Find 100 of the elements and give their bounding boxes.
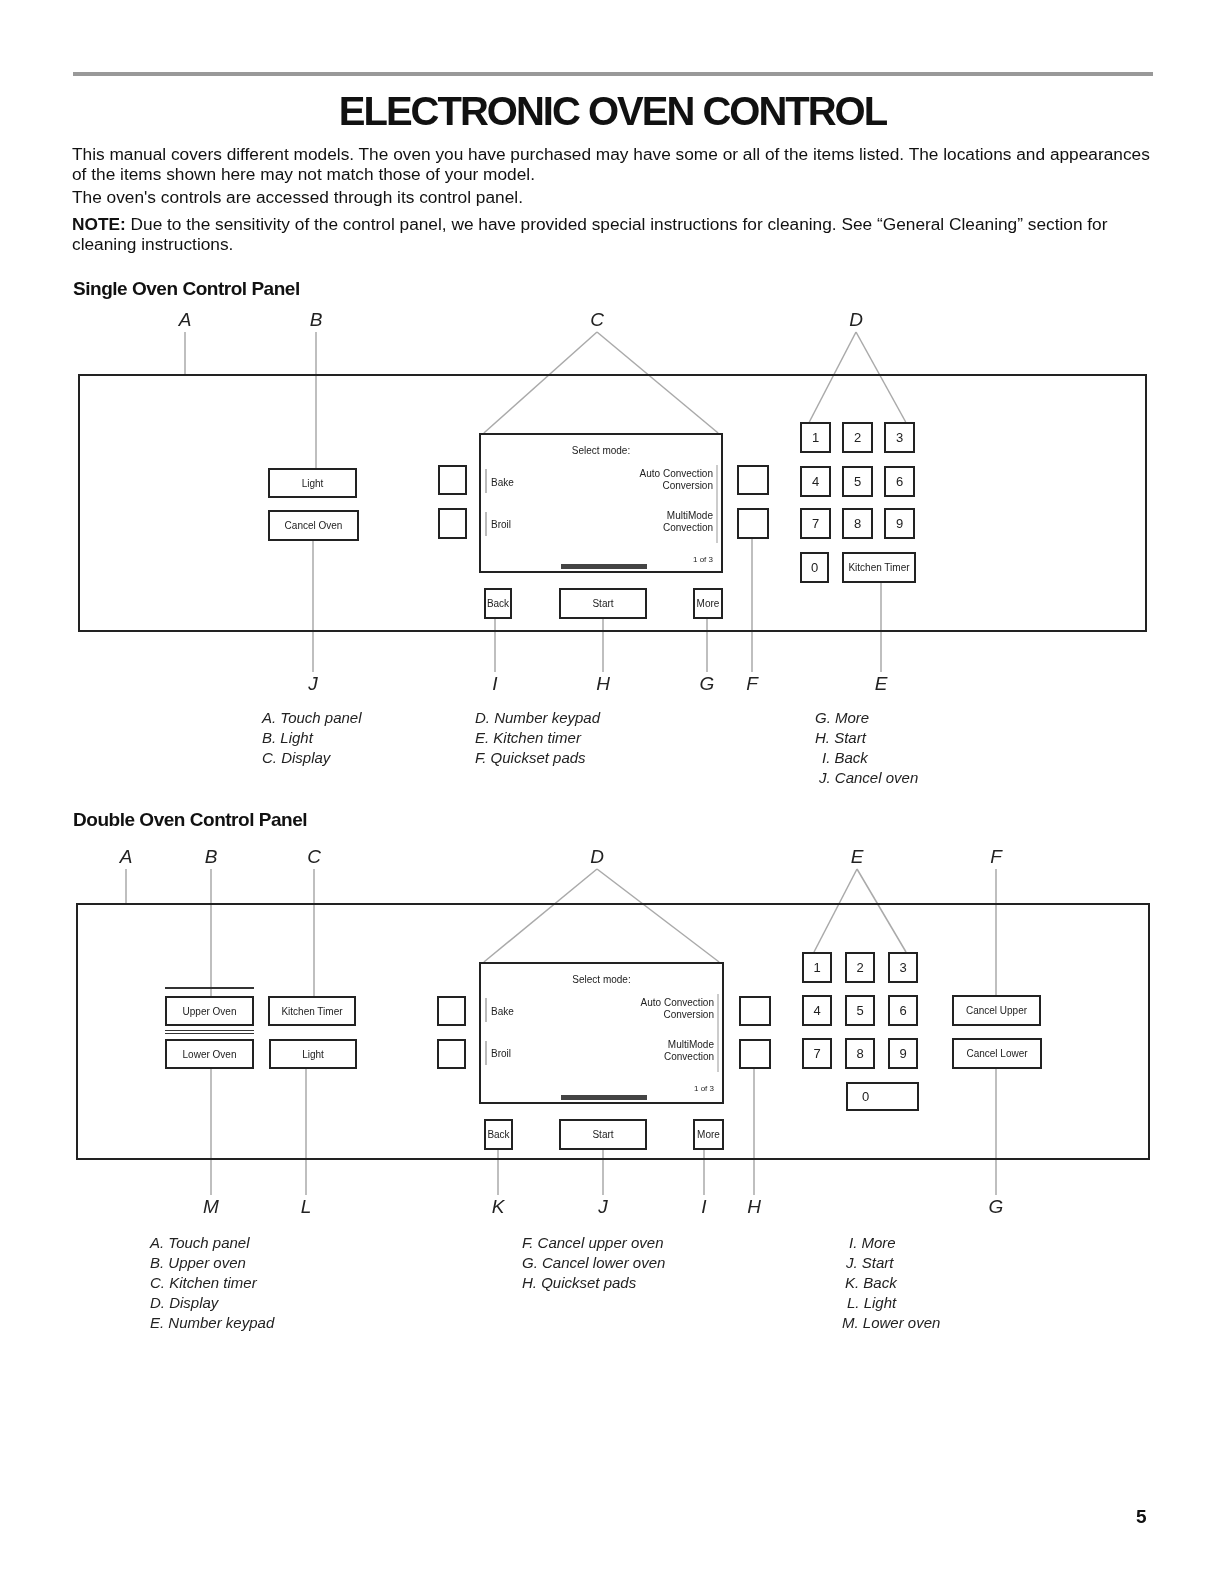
number-key: 3 (884, 422, 915, 453)
section-heading: Single Oven Control Panel (73, 277, 301, 301)
touch-button: Light (268, 468, 357, 498)
callout-letter: E (870, 672, 892, 696)
callout-letter: J (592, 1195, 614, 1219)
legend-item: D. Number keypad (475, 708, 602, 728)
touch-button: Cancel Lower (952, 1038, 1042, 1069)
legend-item: C. Kitchen timer (150, 1273, 258, 1293)
leader-line (210, 1068, 212, 1196)
leader-line (483, 331, 598, 434)
legend-item: G. Cancel lower oven (522, 1253, 667, 1273)
leader-line (813, 868, 858, 953)
callout-letter: M (200, 1195, 222, 1219)
callout-letter: A (174, 308, 196, 332)
display-screen (479, 962, 724, 1104)
leader-line (315, 331, 317, 469)
callout-letter: L (295, 1195, 317, 1219)
legend-item: A. Touch panel (150, 1233, 251, 1253)
display-screen (479, 433, 723, 573)
callout-letter: I (484, 672, 506, 696)
legend-item: J. Start (846, 1253, 895, 1273)
page-title: ELECTRONIC OVEN CONTROL (337, 88, 888, 134)
callout-letter: A (115, 845, 137, 869)
leader-line (497, 1149, 499, 1196)
touch-button: Back (484, 588, 512, 619)
callout-letter: C (586, 308, 608, 332)
leader-line (596, 868, 720, 963)
number-key: 2 (842, 422, 873, 453)
square-pad (438, 508, 467, 539)
square-pad (737, 465, 769, 495)
number-key: 3 (888, 952, 918, 983)
touch-button: Kitchen Timer (842, 552, 916, 583)
touch-button: Back (484, 1119, 513, 1150)
paragraph: The oven's controls are accessed through its control panel. (72, 187, 524, 207)
callout-letter: H (592, 672, 614, 696)
leader-line (125, 868, 127, 904)
menu-option: Auto Convection Conversion (627, 468, 713, 492)
number-key: 1 (800, 422, 831, 453)
leader-line (703, 1149, 705, 1196)
touch-button: More (693, 1119, 724, 1150)
leader-line (995, 1068, 997, 1196)
callout-letter: I (693, 1195, 715, 1219)
callout-letter: J (302, 672, 324, 696)
leader-line (210, 868, 212, 997)
callout-letter: F (985, 845, 1007, 869)
menu-option: MultiMode Convection (627, 510, 713, 534)
page-indicator: 1 of 3 (694, 1083, 714, 1095)
legend-item: G. More (815, 708, 871, 728)
number-key: 7 (802, 1038, 832, 1069)
menu-option: MultiMode Convection (628, 1039, 714, 1063)
legend-item: I. Back (822, 748, 869, 768)
number-key: 7 (800, 508, 831, 539)
leader-line (751, 538, 753, 673)
leader-line (808, 331, 857, 423)
callout-letter: D (845, 308, 867, 332)
screen-heading: Select mode: (571, 444, 631, 458)
touch-button: Cancel Upper (952, 995, 1041, 1026)
legend-item: L. Light (847, 1293, 898, 1313)
page-number: 5 (1136, 1505, 1148, 1529)
leader-line (995, 868, 997, 996)
callout-letter: G (696, 672, 718, 696)
number-key: 8 (842, 508, 873, 539)
number-key: 2 (845, 952, 875, 983)
legend-item: I. More (849, 1233, 897, 1253)
page-indicator: 1 of 3 (693, 554, 713, 566)
leader-line (312, 540, 314, 673)
legend-item: K. Back (845, 1273, 898, 1293)
number-key: 4 (802, 995, 832, 1026)
leader-line (602, 618, 604, 673)
touch-button: Upper Oven (165, 996, 254, 1026)
number-key: 0 (846, 1082, 919, 1111)
touch-button: Light (269, 1039, 357, 1069)
number-key: 6 (888, 995, 918, 1026)
number-key: 9 (884, 508, 915, 539)
legend-item: C. Display (262, 748, 332, 768)
square-pad (437, 996, 466, 1026)
control-panel (78, 374, 1147, 632)
touch-button: Start (559, 588, 647, 619)
screen-heading: Select mode: (572, 973, 631, 987)
paragraph: NOTE: Due to the sensitivity of the control panel, we have provided special instructions for cleaning. See “General Cleaning” section for cleaning instructions. (72, 214, 1109, 254)
section-heading: Double Oven Control Panel (73, 808, 309, 832)
leader-line (305, 1068, 307, 1196)
leader-line (483, 868, 598, 963)
number-key: 5 (845, 995, 875, 1026)
legend-item: J. Cancel oven (819, 768, 920, 788)
leader-line (856, 868, 907, 953)
legend-item: M. Lower oven (842, 1313, 942, 1333)
callout-letter: F (741, 672, 763, 696)
number-key: 8 (845, 1038, 875, 1069)
legend-item: H. Start (815, 728, 868, 748)
callout-letter: H (743, 1195, 765, 1219)
number-key: 1 (802, 952, 832, 983)
legend-item: F. Cancel upper oven (522, 1233, 665, 1253)
legend-item: H. Quickset pads (522, 1273, 638, 1293)
menu-option: Bake (491, 475, 514, 490)
number-key: 6 (884, 466, 915, 497)
square-pad (438, 465, 467, 495)
callout-letter: B (305, 308, 327, 332)
number-key: 0 (800, 552, 829, 583)
touch-button: More (693, 588, 723, 619)
